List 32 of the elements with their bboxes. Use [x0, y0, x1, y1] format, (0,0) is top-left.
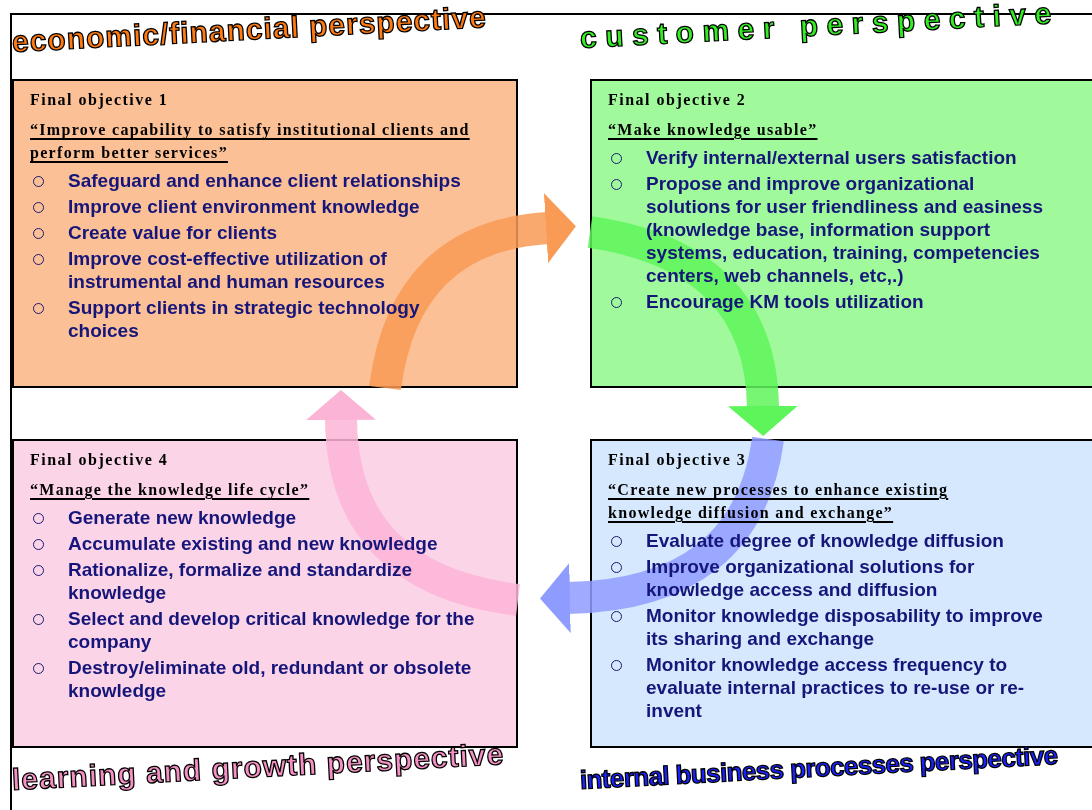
perspective-heading: customer perspective — [578, 0, 1061, 56]
objective-item: Destroy/eliminate old, redundant or obsolete knowledge — [68, 656, 473, 702]
objective-item: Create value for clients — [68, 221, 278, 244]
perspective-heading: economic/financial perspective — [10, 0, 488, 60]
objective-item: Generate new knowledge — [68, 506, 297, 529]
objective-item: Safeguard and enhance client relationships — [68, 169, 461, 192]
objective-item: Propose and improve organizational solutions for user friendliness and easiness (knowledge base, information support systems, education, training, competencies centers, web channels, etc,.) — [646, 172, 1044, 287]
objective-item: Monitor knowledge disposability to improve its sharing and exchange — [646, 604, 1044, 650]
objective-item: Evaluate degree of knowledge diffusion — [646, 529, 1004, 552]
objective-item: Improve cost-effective utilization of instrumental and human resources — [68, 247, 388, 293]
objective-title: Final objective 4 — [30, 450, 169, 471]
objective-item: Monitor knowledge access frequency to evaluate internal practices to re-use or re-invent — [646, 653, 1026, 722]
objective-title: Final objective 3 — [608, 450, 747, 471]
curved-arrow — [369, 193, 576, 391]
objective-item: Support clients in strategic technology choices — [68, 296, 421, 342]
curved-arrow — [306, 390, 521, 616]
perspective-heading: internal business processes perspective — [579, 739, 1059, 797]
objective-item: Improve organizational solutions for knowledge access and diffusion — [646, 555, 976, 601]
objective-item: Rationalize, formalize and standardize knowledge — [68, 558, 414, 604]
objective-item: Encourage KM tools utilization — [646, 290, 924, 313]
curved-arrow — [587, 216, 798, 436]
objective-item: Select and develop critical knowledge for the company — [68, 607, 476, 653]
objective-title: Final objective 1 — [30, 90, 169, 111]
objective-quote: “Create new processes to enhance existing knowledge diffusion and exchange” — [608, 480, 950, 524]
objective-item: Improve client environment knowledge — [68, 195, 420, 218]
objective-item: Verify internal/external users satisfaction — [646, 146, 1017, 169]
objective-quote: “Manage the knowledge life cycle” — [30, 480, 310, 501]
objective-quote: “Improve capability to satisfy institutional clients and perform better services” — [30, 120, 471, 164]
objective-title: Final objective 2 — [608, 90, 747, 111]
objective-quote: “Make knowledge usable” — [608, 120, 818, 141]
objective-item: Accumulate existing and new knowledge — [68, 532, 438, 555]
perspective-heading: learning and growth perspective — [10, 736, 506, 798]
